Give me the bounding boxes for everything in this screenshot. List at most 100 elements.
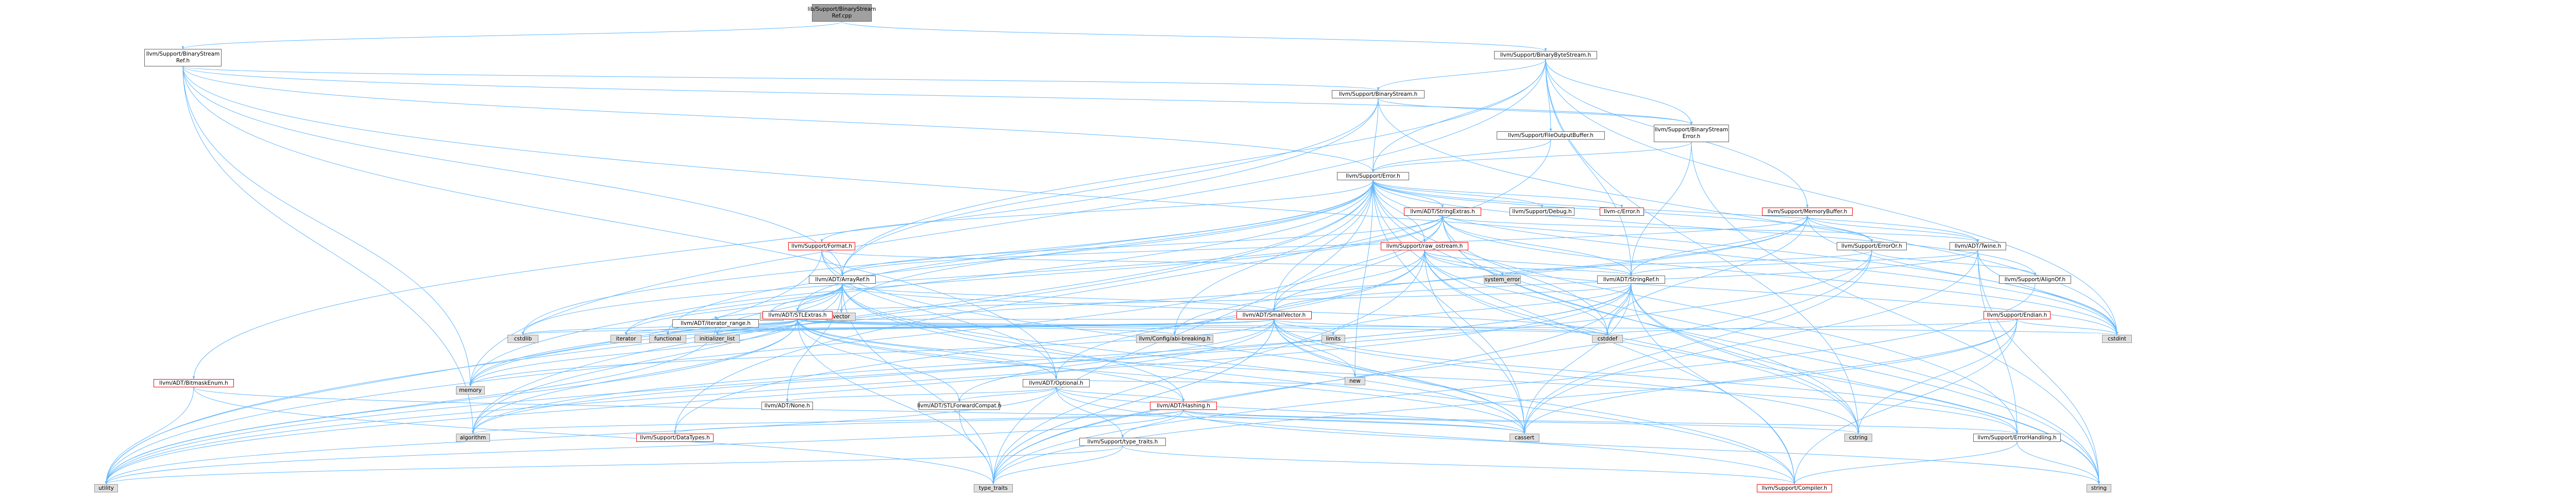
node-none-h[interactable]: llvm/ADT/None.h: [761, 402, 813, 410]
node-format-h[interactable]: llvm/Support/Format.h: [788, 242, 855, 250]
node-cerr-h[interactable]: llvm-c/Error.h: [1600, 208, 1644, 216]
edge-smallvec_h-to-cstddef: [1274, 319, 1609, 335]
edge-endian_h-to-type_traits: [992, 319, 2018, 485]
node-endian-h[interactable]: llvm/Support/Endian.h: [1984, 311, 2050, 319]
node-erroror-h[interactable]: llvm/Support/ErrorOr.h: [1837, 242, 1907, 250]
node-limits[interactable]: limits: [1321, 335, 1345, 343]
node-cstdint[interactable]: cstdint: [2102, 335, 2132, 343]
dependency-edges: [105, 21, 2119, 485]
node-label: llvm/Support/raw_ostream.h: [1386, 243, 1463, 249]
edge-erroror_h-to-type_traits: [992, 250, 1872, 485]
node-label: functional: [654, 335, 682, 342]
node-vector[interactable]: vector: [827, 313, 856, 321]
node-arrayref-h[interactable]: llvm/ADT/ArrayRef.h: [809, 276, 876, 284]
edge-erroror_h-to-sysere: [1501, 250, 1872, 276]
node-type-traits[interactable]: type_traits: [974, 484, 1013, 492]
node-label: llvm-c/Error.h: [1604, 208, 1640, 215]
edge-bserr_h-to-strref_h: [1630, 142, 1692, 276]
node-optional-h[interactable]: llvm/ADT/Optional.h: [1023, 379, 1090, 387]
edge-smallvec_h-to-initlist: [716, 319, 1275, 335]
edge-bsref_h-to-algorithm: [182, 66, 474, 434]
edge-strref_h-to-cassert: [1523, 283, 1632, 434]
node-cstddef[interactable]: cstddef: [1592, 335, 1623, 343]
node-cstdlib[interactable]: cstdlib: [507, 335, 538, 343]
node-datatypes-h[interactable]: llvm/Support/DataTypes.h: [636, 434, 714, 442]
node-label: llvm/ADT/StringRef.h: [1603, 276, 1659, 283]
edge-strext_h-to-string: [1442, 215, 2100, 485]
node-alignof-h[interactable]: llvm/Support/AlignOf.h: [1999, 276, 2071, 284]
node-typetraits-h[interactable]: llvm/Support/type_traits.h: [1079, 438, 1166, 446]
node-cfgbrk-h[interactable]: llvm/Config/abi-breaking.h: [1136, 335, 1213, 343]
node-bs-h[interactable]: llvm/Support/BinaryStream.h: [1332, 90, 1425, 98]
node-fob-h[interactable]: llvm/Support/FileOutputBuffer.h: [1497, 131, 1605, 140]
node-string[interactable]: string: [2087, 484, 2111, 492]
edge-strref_h-to-limits: [1332, 283, 1632, 335]
edge-stlext_h-to-memory: [469, 319, 798, 387]
edge-strext_h-to-twine_h: [1442, 215, 1979, 243]
edge-bserr_h-to-err_h: [1371, 142, 1692, 173]
node-iterrange-h[interactable]: llvm/ADT/iterator_range.h: [672, 319, 759, 328]
edge-optional_h-to-compiler_h: [1056, 387, 1796, 485]
node-new[interactable]: new: [1345, 377, 1365, 385]
edge-strref_h-to-type_traits: [992, 283, 1632, 485]
edge-err_h-to-type_traits: [992, 180, 1374, 485]
edge-bs_h-to-arrayref_h: [841, 98, 1379, 276]
node-bitenum-h[interactable]: llvm/ADT/BitmaskEnum.h: [154, 379, 234, 387]
node-initlist[interactable]: initializer_list: [694, 335, 740, 343]
edge-twine_h-to-string: [1977, 250, 2100, 485]
node-stlfwd-h[interactable]: llvm/ADT/STLForwardCompat.h: [917, 402, 1002, 410]
edge-err_h-to-memory: [469, 180, 1374, 387]
edge-strref_h-to-utility: [105, 283, 1632, 485]
edge-bbs_h-to-strref_h: [1545, 59, 1633, 276]
edge-bitenum_h-to-utility: [105, 387, 194, 485]
node-twine-h[interactable]: llvm/ADT/Twine.h: [1950, 242, 2006, 250]
node-functional[interactable]: functional: [649, 335, 686, 343]
edge-err_h-to-compiler_h: [1372, 180, 1796, 485]
node-compiler-h[interactable]: llvm/Support/Compiler.h: [1757, 484, 1832, 492]
node-iterator[interactable]: iterator: [611, 335, 641, 343]
edge-bs_h-to-bserr_h: [1378, 98, 1693, 125]
node-label: initializer_list: [699, 335, 735, 342]
edge-bbs_h-to-cstdint: [1545, 59, 2119, 335]
node-label: type_traits: [978, 485, 1008, 491]
edge-twine_h-to-errhandling_h: [1977, 250, 2019, 434]
node-smallvec-h[interactable]: llvm/ADT/SmallVector.h: [1236, 311, 1312, 319]
node-cassert[interactable]: cassert: [1510, 434, 1539, 442]
node-utility[interactable]: utility: [94, 484, 118, 492]
node-errhandling-h[interactable]: llvm/Support/ErrorHandling.h: [1973, 434, 2061, 442]
node-label: llvm/Support/AlignOf.h: [2004, 276, 2066, 283]
node-label: Error.h: [1682, 133, 1701, 140]
node-strext-h[interactable]: llvm/ADT/StringExtras.h: [1404, 208, 1481, 216]
edge-rawos_h-to-type_traits: [992, 250, 1425, 485]
node-label: llvm/ADT/ArrayRef.h: [815, 276, 870, 283]
edge-rawos_h-to-cstdint: [1424, 250, 2119, 335]
node-hashing-h[interactable]: llvm/ADT/Hashing.h: [1150, 402, 1217, 410]
node-bbs-h[interactable]: llvm/Support/BinaryByteStream.h: [1494, 51, 1597, 59]
edge-bserr_h-to-string: [1691, 142, 2100, 485]
node-stlext-h[interactable]: llvm/ADT/STLExtras.h: [762, 311, 833, 319]
node-debug-h[interactable]: llvm/Support/Debug.h: [1510, 208, 1574, 216]
node-rawos-h[interactable]: llvm/Support/raw_ostream.h: [1381, 242, 1468, 250]
node-cstring[interactable]: cstring: [1844, 434, 1872, 442]
node-algorithm[interactable]: algorithm: [456, 434, 490, 442]
edge-endian_h-to-compiler_h: [1793, 319, 2018, 485]
edge-arrayref_h-to-type_traits: [842, 283, 995, 485]
node-label: llvm/ADT/STLExtras.h: [768, 312, 827, 318]
node-strref-h[interactable]: llvm/ADT/StringRef.h: [1597, 276, 1665, 284]
node-memory[interactable]: memory: [456, 386, 485, 395]
edge-format_h-to-optional_h: [821, 250, 1058, 380]
edge-rawos_h-to-strref_h: [1424, 250, 1633, 276]
node-sysere[interactable]: system_error: [1484, 276, 1521, 284]
edge-bs_h-to-bitenum_h: [192, 98, 1379, 380]
node-err-h[interactable]: llvm/Support/Error.h: [1337, 172, 1409, 180]
node-label: llvm/Support/FileOutputBuffer.h: [1508, 132, 1594, 139]
edge-optional_h-to-typetraits_h: [1056, 387, 1124, 438]
node-membuf-h[interactable]: llvm/Support/MemoryBuffer.h: [1762, 208, 1853, 216]
edge-endian_h-to-cstring: [1857, 319, 2018, 434]
edge-arrayref_h-to-cstddef: [842, 283, 1609, 335]
edge-smallvec_h-to-type_traits: [992, 319, 1275, 485]
edge-err_h-to-strext_h: [1372, 180, 1444, 208]
